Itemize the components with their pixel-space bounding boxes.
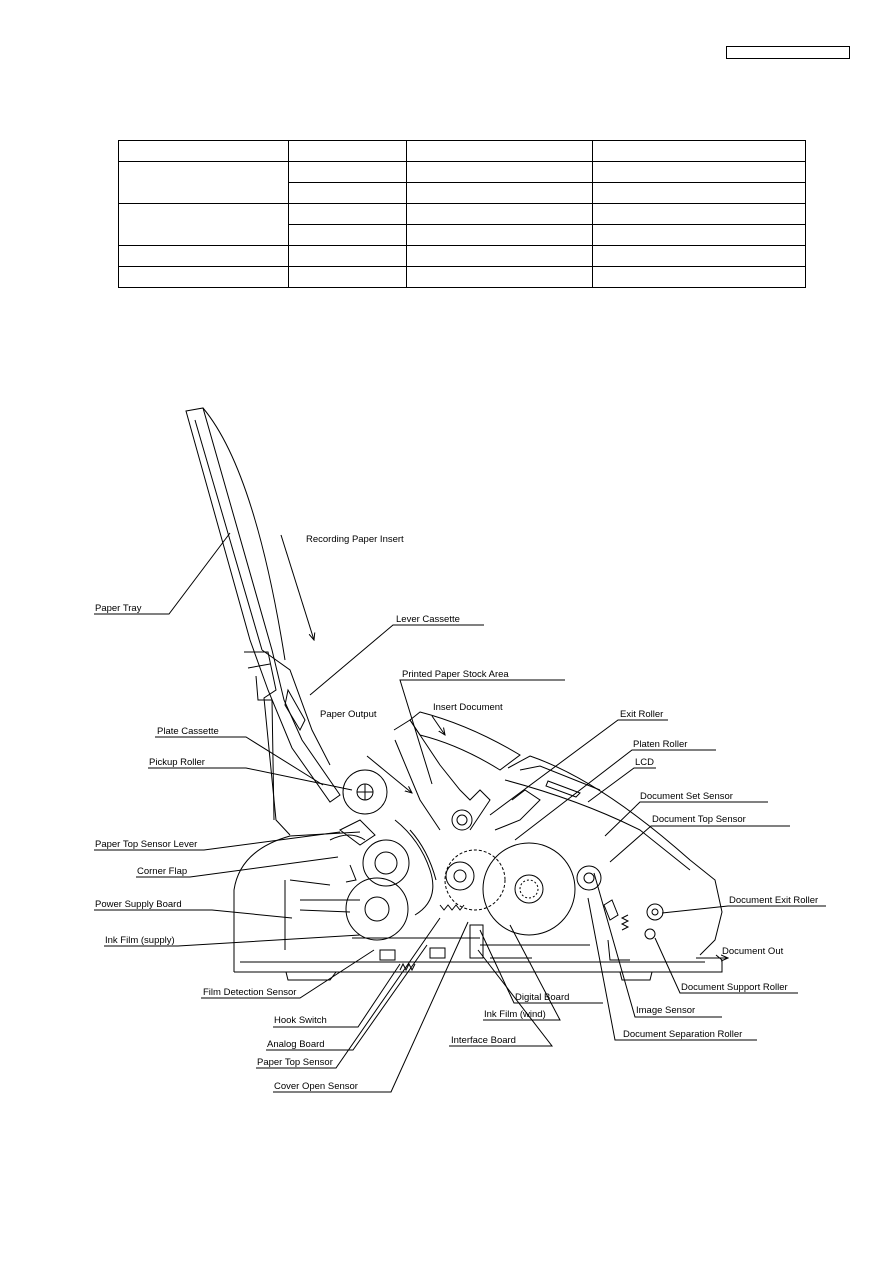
table-row <box>119 224 806 246</box>
label-paper-top-sensor-lever: Paper Top Sensor Lever <box>95 839 197 850</box>
label-paper-output: Paper Output <box>320 709 377 720</box>
label-lever-cassette: Lever Cassette <box>396 614 460 625</box>
label-power-supply-board: Power Supply Board <box>95 899 182 910</box>
label-document-out: Document Out <box>722 946 784 957</box>
label-plate-cassette: Plate Cassette <box>157 726 219 737</box>
table-cell <box>118 203 289 246</box>
platen-roller-shape <box>482 842 576 936</box>
table-row <box>118 245 806 267</box>
label-document-support-roller: Document Support Roller <box>681 982 788 993</box>
label-insert-document: Insert Document <box>433 702 503 713</box>
flow-arrows <box>280 534 728 958</box>
label-paper-tray: Paper Tray <box>95 603 142 614</box>
header-box <box>726 46 850 59</box>
leader-lines <box>94 532 826 1093</box>
label-pickup-roller: Pickup Roller <box>149 757 205 768</box>
label-image-sensor: Image Sensor <box>636 1005 695 1016</box>
label-digital-board: Digital Board <box>515 992 569 1003</box>
label-paper-top-sensor: Paper Top Sensor <box>257 1057 333 1068</box>
label-document-separation-roller: Document Separation Roller <box>623 1029 742 1040</box>
label-document-set-sensor: Document Set Sensor <box>640 791 733 802</box>
label-interface-board: Interface Board <box>451 1035 516 1046</box>
ink-film-supply-shape <box>345 877 409 941</box>
housing-outline <box>233 831 361 972</box>
label-cover-open-sensor: Cover Open Sensor <box>274 1081 358 1092</box>
document-exit-roller-shape <box>646 903 664 921</box>
table-cell <box>592 266 806 288</box>
document-separation-roller-shape <box>576 865 602 891</box>
label-hook-switch: Hook Switch <box>274 1015 327 1026</box>
label-group: Recording Paper Insert Paper Tray Lever … <box>95 534 818 1092</box>
label-document-top-sensor: Document Top Sensor <box>652 814 746 825</box>
label-recording-paper-insert: Recording Paper Insert <box>306 534 404 545</box>
label-ink-film-supply: Ink Film (supply) <box>105 935 175 946</box>
label-film-detection-sensor: Film Detection Sensor <box>203 987 296 998</box>
label-analog-board: Analog Board <box>267 1039 325 1050</box>
label-corner-flap: Corner Flap <box>137 866 187 877</box>
paper-tray-outline <box>185 407 341 803</box>
label-lcd: LCD <box>635 757 654 768</box>
label-document-exit-roller: Document Exit Roller <box>729 895 818 906</box>
label-printed-paper-stock-area: Printed Paper Stock Area <box>402 669 509 680</box>
table-row <box>118 266 806 288</box>
top-cover-outline <box>507 755 723 956</box>
label-exit-roller: Exit Roller <box>620 709 663 720</box>
blank-table <box>118 140 806 288</box>
label-platen-roller: Platen Roller <box>633 739 687 750</box>
machine-drawing <box>185 407 723 981</box>
label-ink-film-wind: Ink Film (wind) <box>484 1009 546 1020</box>
pickup-roller-shape <box>342 769 388 815</box>
